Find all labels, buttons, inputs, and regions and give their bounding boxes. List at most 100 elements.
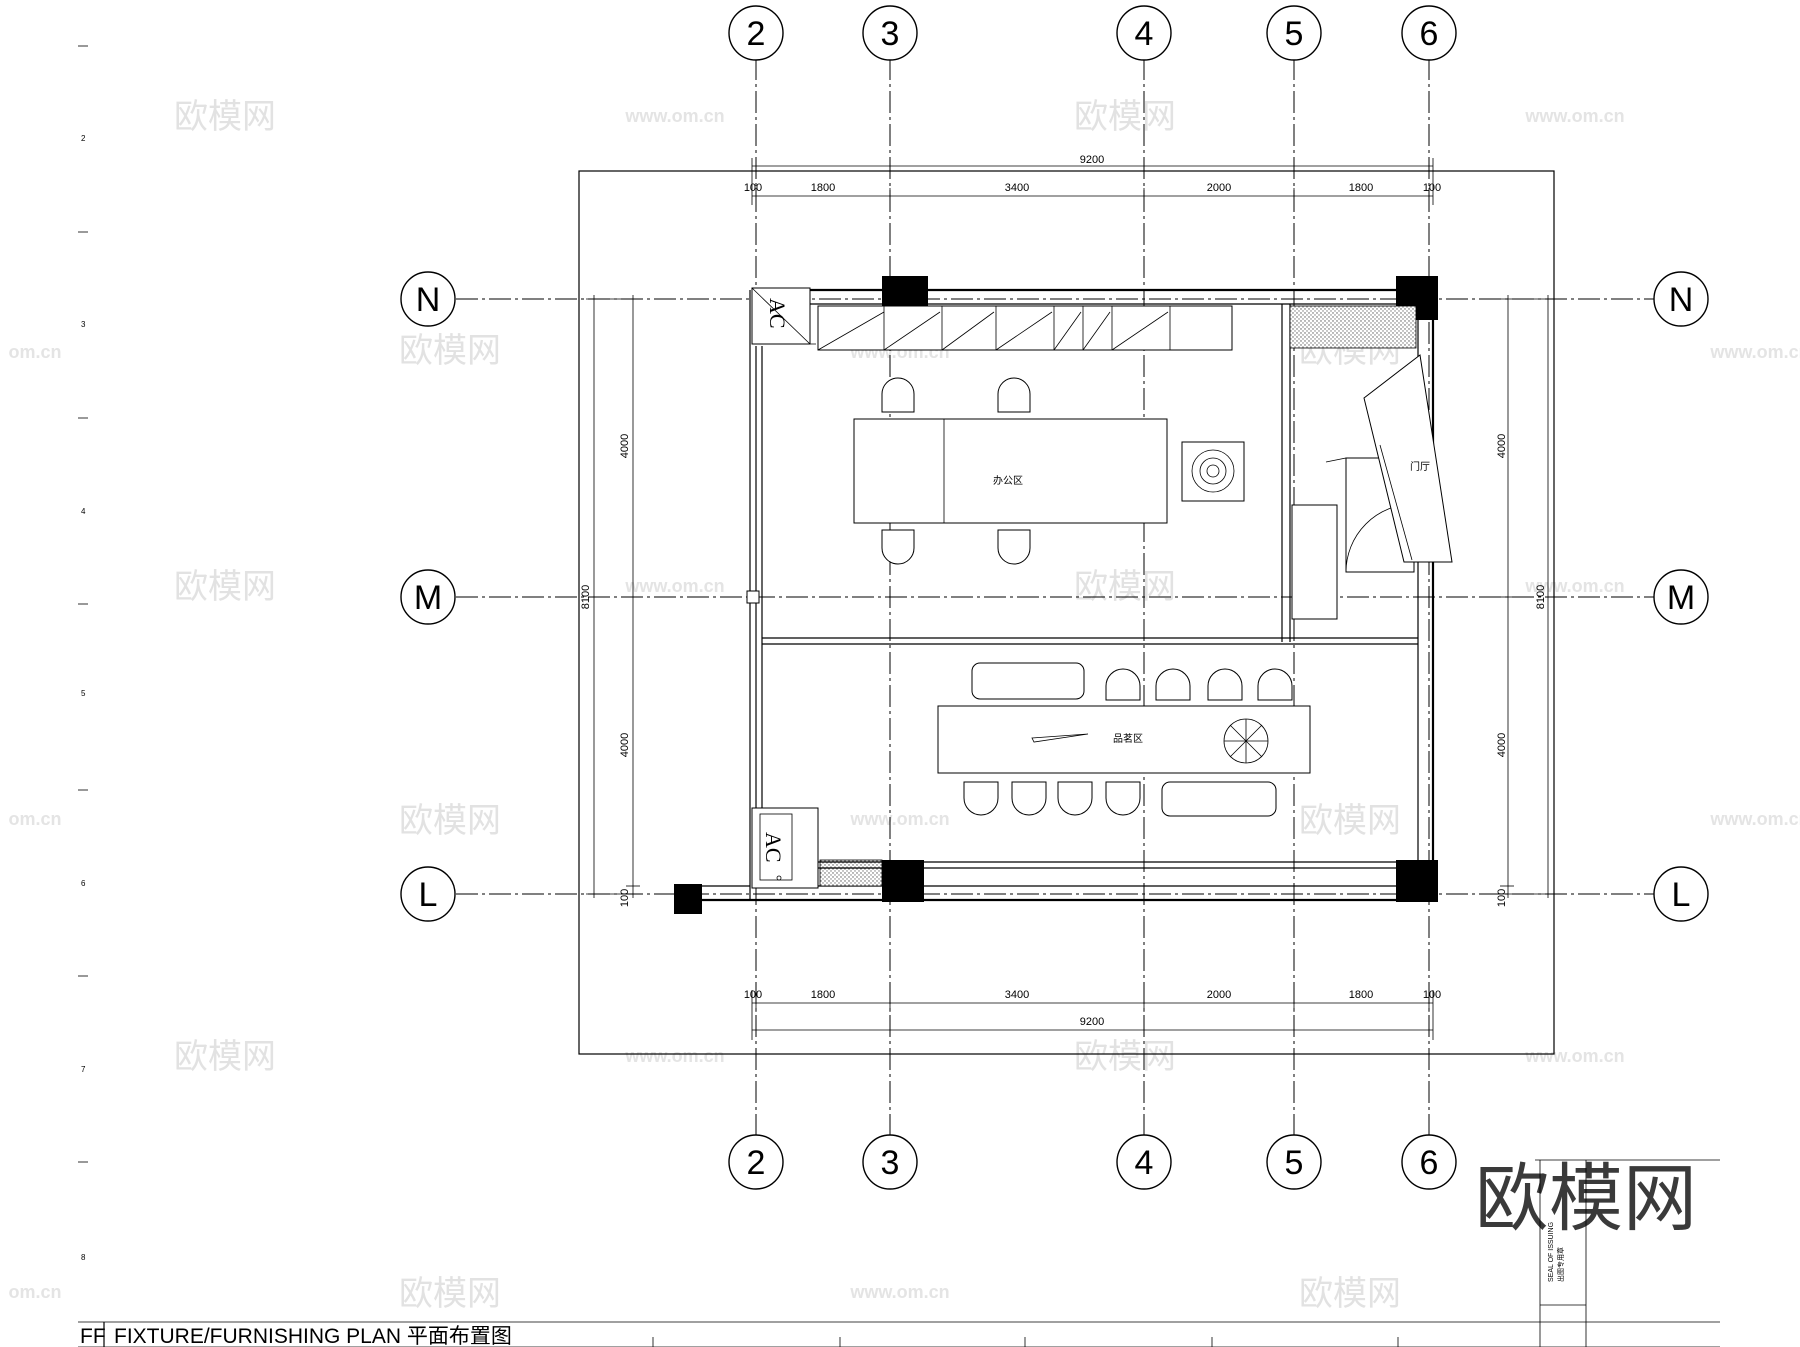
margin-number: 5 xyxy=(81,689,86,698)
grid-bubble xyxy=(1653,866,1709,922)
grid-label: 6 xyxy=(1420,15,1439,53)
chair xyxy=(881,529,915,565)
bench xyxy=(971,662,1085,700)
dimension-segment: 4000 xyxy=(619,733,631,757)
dimension-segment: 100 xyxy=(744,989,762,1001)
seal-label-en: SEAL OF ISSUING xyxy=(1548,1222,1555,1282)
watermark-url: www.om.cn xyxy=(1524,576,1624,596)
watermark-brand: 欧模网 xyxy=(174,97,276,137)
margin-number: 7 xyxy=(81,1065,86,1074)
grid-label: 2 xyxy=(747,1144,766,1182)
watermark-brand: 欧模网 xyxy=(1299,801,1401,841)
dimension-segment: 4000 xyxy=(1496,434,1508,458)
grid-label: 6 xyxy=(1420,1144,1439,1182)
grid-label: M xyxy=(1667,579,1695,617)
dimension-segment: 4000 xyxy=(619,434,631,458)
ac-unit xyxy=(751,807,819,889)
dimension-segment: 100 xyxy=(619,889,631,907)
grid-label: 2 xyxy=(747,15,766,53)
dimension-overall: 8100 xyxy=(1535,585,1547,609)
watermark-url: www.om.cn xyxy=(849,1282,949,1302)
grid-label: N xyxy=(416,281,441,319)
watermark-brand: 欧模网 xyxy=(399,1274,501,1314)
dimension-bottom: 100 1800 3400 2000 1800 100 9200 xyxy=(744,989,1441,1040)
dimension-segment: 2000 xyxy=(1207,989,1231,1001)
watermark-brand: 欧模网 xyxy=(174,567,276,607)
column xyxy=(674,884,702,914)
storage-cabinets xyxy=(817,305,1233,351)
seal-label-cn: 出图专用章 xyxy=(1556,1247,1565,1282)
chair xyxy=(1011,781,1047,816)
office-area: 办公区 xyxy=(853,377,1245,565)
dimension-segment: 100 xyxy=(1423,182,1441,194)
dimension-segment: 3400 xyxy=(1005,182,1029,194)
grid-bubble xyxy=(1116,1134,1172,1190)
dimension-segment: 1800 xyxy=(811,989,835,1001)
chair xyxy=(963,781,999,816)
dimension-overall: 9200 xyxy=(1080,154,1104,166)
dimension-segment: 3400 xyxy=(1005,989,1029,1001)
dimension-right: 4000 4000 100 8100 xyxy=(1496,295,1556,907)
grid-bubbles-bottom: 2 3 4 5 6 xyxy=(728,1134,1457,1190)
dimension-segment: 100 xyxy=(1423,989,1441,1001)
grid-bubble xyxy=(400,271,456,327)
grid-bubble xyxy=(1653,569,1709,625)
partition xyxy=(762,304,1418,869)
chair xyxy=(1105,781,1141,816)
watermark-layer: 欧模网 www.om.cn 欧模网 www.om.cn om.cn 欧模网 ww… xyxy=(8,97,1800,1314)
chair xyxy=(1257,668,1293,701)
grid-label: L xyxy=(1672,876,1691,914)
column xyxy=(1396,860,1438,902)
watermark-url: www.om.cn xyxy=(624,576,724,596)
margin-number: 8 xyxy=(81,1253,86,1262)
bench xyxy=(1161,781,1277,817)
reception-counter xyxy=(1291,504,1338,620)
margin-number: 2 xyxy=(81,134,86,143)
margin-ruler: 2 3 4 5 6 7 8 xyxy=(78,45,88,1262)
watermark-url: www.om.cn xyxy=(624,106,724,126)
dimension-top: 9200 100 1800 3400 2000 1800 100 xyxy=(744,154,1441,205)
grid-label: 4 xyxy=(1135,1144,1154,1182)
chair xyxy=(1207,668,1243,701)
dimension-segment: 1800 xyxy=(1349,182,1373,194)
grid-bubble xyxy=(1401,5,1457,61)
watermark-url: om.cn xyxy=(8,1282,61,1302)
grid-label: 5 xyxy=(1285,1144,1304,1182)
room-label-lobby: 门厅 xyxy=(1410,460,1430,473)
column xyxy=(882,860,924,902)
watermark-brand: 欧模网 xyxy=(399,801,501,841)
plant-icon xyxy=(1191,449,1235,493)
drawing-code: FF xyxy=(80,1325,106,1347)
hatched-zone xyxy=(1289,305,1417,349)
hatched-zone xyxy=(819,859,883,887)
dimension-segment: 1800 xyxy=(1349,989,1373,1001)
drawing-title: FIXTURE/FURNISHING PLAN 平面布置图 xyxy=(114,1325,512,1347)
watermark-brand: 欧模网 xyxy=(1074,97,1176,137)
chair xyxy=(881,377,915,413)
grid-axes xyxy=(456,58,1654,1135)
watermark-brand: 欧模网 xyxy=(1299,1274,1401,1314)
grid-label: L xyxy=(419,876,438,914)
mullion xyxy=(746,590,760,604)
chair xyxy=(1105,668,1141,701)
ac-label: AC xyxy=(761,832,786,863)
office-desk xyxy=(853,418,1168,524)
grid-bubbles-top: 2 3 4 5 6 xyxy=(728,5,1457,61)
watermark-url: www.om.cn xyxy=(849,809,949,829)
watermark-url: om.cn xyxy=(8,342,61,362)
grid-bubble xyxy=(862,1134,918,1190)
grid-bubble xyxy=(1653,271,1709,327)
dimension-segment: 100 xyxy=(1496,889,1508,907)
tea-area: 品茗区 xyxy=(937,662,1311,817)
grid-label: 3 xyxy=(881,15,900,53)
entrance-door-panel xyxy=(1363,354,1453,563)
grid-label: 4 xyxy=(1135,15,1154,53)
grid-bubbles-right: N M L xyxy=(1653,271,1709,922)
watermark-url: om.cn xyxy=(8,809,61,829)
margin-number: 4 xyxy=(81,507,86,516)
margin-number: 6 xyxy=(81,879,86,888)
grid-label: N xyxy=(1669,281,1694,319)
grid-bubble xyxy=(1266,5,1322,61)
room-label-office: 办公区 xyxy=(993,474,1023,487)
grid-label: 5 xyxy=(1285,15,1304,53)
